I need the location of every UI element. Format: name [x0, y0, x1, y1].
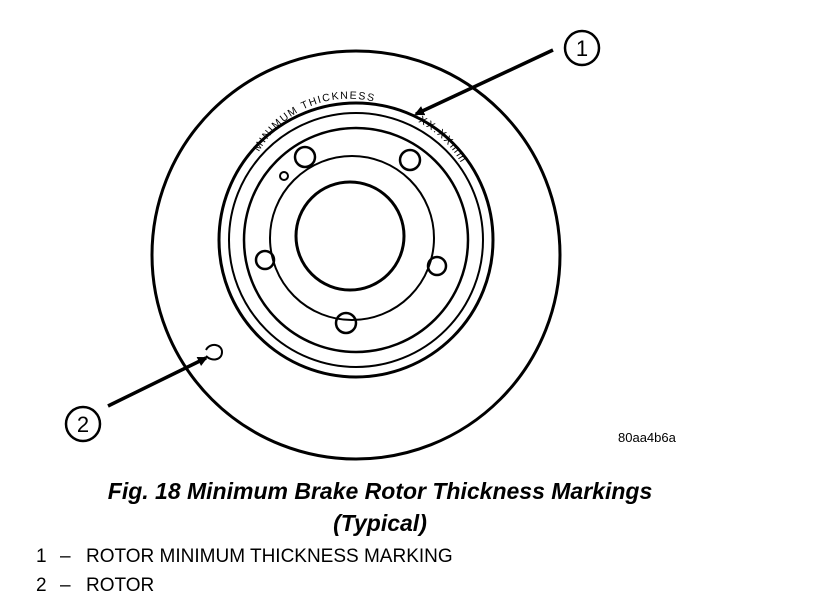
rotor-diagram: MINIMUM THICKNESS XX.XXmm 1 2 80aa4b6a [64, 29, 677, 461]
locating-hole [279, 171, 289, 181]
figure-caption-subtitle: (Typical) [333, 510, 427, 536]
rotor-hat-ring-3 [242, 126, 470, 354]
legend-item: 2–ROTOR [36, 575, 154, 597]
callout-2-leader [107, 356, 208, 408]
legend-text: ROTOR MINIMUM THICKNESS MARKING [86, 546, 453, 567]
legend-dash: – [60, 546, 71, 567]
lug-hole [334, 311, 358, 335]
legend-text: ROTOR [86, 575, 155, 596]
lug-hole [398, 148, 422, 172]
marking-text-top: MINIMUM THICKNESS [251, 90, 377, 154]
legend-number: 2 [36, 575, 47, 596]
lug-hole [293, 145, 317, 169]
rotor-outer-edge [150, 49, 562, 461]
lug-hole [426, 255, 448, 277]
callout-2-circle [64, 405, 102, 443]
legend-item: 1–ROTOR MINIMUM THICKNESS MARKING [36, 546, 453, 568]
rotor-center-bore [294, 180, 406, 292]
callout-2-number: 2 [77, 412, 89, 437]
rotor-hat-ring-2 [228, 112, 484, 368]
rotor-section-mark [205, 344, 224, 361]
callout-1-number: 1 [576, 36, 588, 61]
rotor-hat-ring-1 [217, 101, 495, 379]
rotor-hub-ring [269, 155, 435, 321]
callout-1-leader [414, 48, 554, 116]
legend-dash: – [60, 575, 71, 596]
image-code: 80aa4b6a [618, 430, 677, 445]
marking-text-side: XX.XXmm [417, 114, 470, 165]
legend-number: 1 [36, 546, 47, 567]
callout-1-circle [563, 29, 601, 67]
lug-hole [254, 249, 276, 271]
figure-caption-title: Fig. 18 Minimum Brake Rotor Thickness Ma… [107, 478, 653, 504]
